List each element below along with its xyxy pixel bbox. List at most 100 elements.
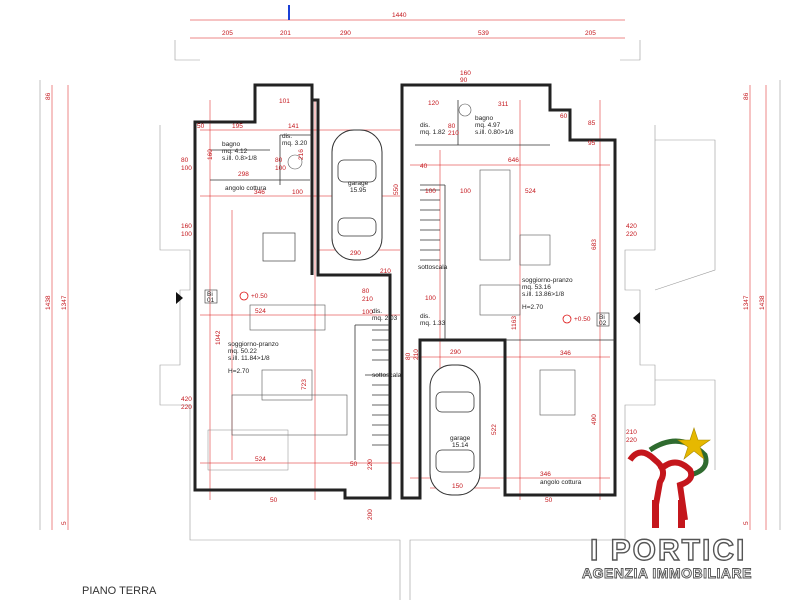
svg-text:220: 220 <box>367 459 374 470</box>
svg-text:H=2.70: H=2.70 <box>522 304 544 311</box>
svg-text:mq. 53.16: mq. 53.16 <box>522 284 551 291</box>
svg-text:346: 346 <box>254 189 265 196</box>
svg-text:539: 539 <box>478 30 489 37</box>
svg-text:dis.: dis. <box>282 133 292 140</box>
car-left-icon <box>331 129 383 261</box>
svg-text:210: 210 <box>380 268 391 275</box>
svg-text:346: 346 <box>540 471 551 478</box>
svg-text:1347: 1347 <box>61 295 68 310</box>
walls-left-unit <box>193 83 392 500</box>
svg-text:mq. 4.97: mq. 4.97 <box>475 122 501 129</box>
svg-text:01: 01 <box>207 297 215 304</box>
svg-text:220: 220 <box>181 404 192 411</box>
svg-text:Bi: Bi <box>599 314 605 321</box>
svg-text:210: 210 <box>413 349 420 360</box>
svg-text:H=2.70: H=2.70 <box>228 368 250 375</box>
svg-text:sottoscala: sottoscala <box>418 264 448 271</box>
svg-text:311: 311 <box>498 101 509 108</box>
svg-text:522: 522 <box>491 424 498 435</box>
svg-text:40: 40 <box>420 163 428 170</box>
svg-text:50: 50 <box>270 497 278 504</box>
svg-text:15.95: 15.95 <box>350 187 367 194</box>
svg-text:210: 210 <box>626 429 637 436</box>
entrance-left-icon <box>176 292 183 304</box>
walls-right-unit <box>400 83 617 500</box>
svg-text:I PORTICI: I PORTICI <box>590 534 746 567</box>
svg-text:201: 201 <box>280 30 291 37</box>
svg-text:90: 90 <box>460 77 468 84</box>
svg-text:490: 490 <box>591 414 598 425</box>
svg-text:85: 85 <box>588 120 596 127</box>
svg-text:141: 141 <box>288 123 299 130</box>
svg-text:210: 210 <box>448 130 459 137</box>
svg-text:298: 298 <box>238 171 249 178</box>
svg-text:100: 100 <box>181 165 192 172</box>
level-marker-right-icon <box>562 314 572 324</box>
svg-text:646: 646 <box>508 157 519 164</box>
svg-text:garage: garage <box>348 180 369 187</box>
svg-text:60: 60 <box>560 113 568 120</box>
svg-text:100: 100 <box>460 188 471 195</box>
svg-text:216: 216 <box>298 149 305 160</box>
svg-text:205: 205 <box>585 30 596 37</box>
svg-text:02: 02 <box>599 320 607 327</box>
svg-text:290: 290 <box>350 250 361 257</box>
ribbon-bow-icon <box>627 449 667 511</box>
level-marker-left-icon <box>239 291 249 301</box>
svg-text:mq. 2.03: mq. 2.03 <box>372 315 398 322</box>
svg-text:angolo cottura: angolo cottura <box>540 479 582 486</box>
svg-text:50: 50 <box>197 123 205 130</box>
svg-text:723: 723 <box>301 379 308 390</box>
svg-text:s.ill. 0.80>1/8: s.ill. 0.80>1/8 <box>475 129 514 136</box>
svg-text:garage: garage <box>450 435 471 442</box>
svg-text:86: 86 <box>743 92 750 100</box>
svg-text:dis.: dis. <box>420 313 430 320</box>
furniture <box>207 103 576 471</box>
room-labels-left: bagno mq. 4.12 s.ill. 0.8>1/8 dis. mq. 3… <box>207 133 448 379</box>
inner-dimensions-left: 195 141 101 50 80 100 160 100 420 220 34… <box>181 98 400 520</box>
svg-text:1347: 1347 <box>743 295 750 310</box>
svg-text:100: 100 <box>362 309 373 316</box>
svg-text:290: 290 <box>450 349 461 356</box>
svg-text:5: 5 <box>61 521 68 525</box>
svg-text:150: 150 <box>452 483 463 490</box>
svg-text:50: 50 <box>350 461 358 468</box>
svg-text:524: 524 <box>255 456 266 463</box>
svg-text:+0.50: +0.50 <box>251 293 268 300</box>
svg-text:200: 200 <box>367 509 374 520</box>
entrance-right-icon <box>633 312 640 324</box>
svg-text:101: 101 <box>279 98 290 105</box>
inner-dimensions-right: 120 311 160 90 80 210 646 524 100 683 11… <box>405 70 637 504</box>
svg-text:5: 5 <box>743 521 750 525</box>
svg-text:205: 205 <box>222 30 233 37</box>
brand-logo: I PORTICI AGENZIA IMMOBILIARE <box>582 427 752 581</box>
holly-leaves-icon <box>648 438 709 478</box>
svg-text:290: 290 <box>340 30 351 37</box>
svg-text:160: 160 <box>460 70 471 77</box>
svg-text:420: 420 <box>626 223 637 230</box>
svg-text:1438: 1438 <box>45 295 52 310</box>
svg-text:100: 100 <box>292 189 303 196</box>
svg-text:100: 100 <box>275 165 286 172</box>
svg-text:210: 210 <box>362 296 373 303</box>
svg-text:angolo cottura: angolo cottura <box>225 185 267 192</box>
svg-text:524: 524 <box>255 308 266 315</box>
svg-text:mq. 50.22: mq. 50.22 <box>228 348 257 355</box>
svg-text:80: 80 <box>181 157 189 164</box>
svg-text:524: 524 <box>525 188 536 195</box>
svg-text:80: 80 <box>275 157 283 164</box>
svg-text:mq. 3.20: mq. 3.20 <box>282 140 308 147</box>
car-right-icon <box>429 364 481 496</box>
site-outline <box>39 40 781 600</box>
svg-text:220: 220 <box>626 231 637 238</box>
svg-text:80: 80 <box>362 288 370 295</box>
svg-text:220: 220 <box>626 437 637 444</box>
svg-text:160: 160 <box>181 223 192 230</box>
svg-text:195: 195 <box>232 123 243 130</box>
svg-text:683: 683 <box>591 239 598 250</box>
svg-text:AGENZIA IMMOBILIARE: AGENZIA IMMOBILIARE <box>582 565 752 581</box>
svg-text:1042: 1042 <box>215 330 222 345</box>
svg-text:soggiorno-pranzo: soggiorno-pranzo <box>228 341 279 348</box>
svg-text:86: 86 <box>45 92 52 100</box>
